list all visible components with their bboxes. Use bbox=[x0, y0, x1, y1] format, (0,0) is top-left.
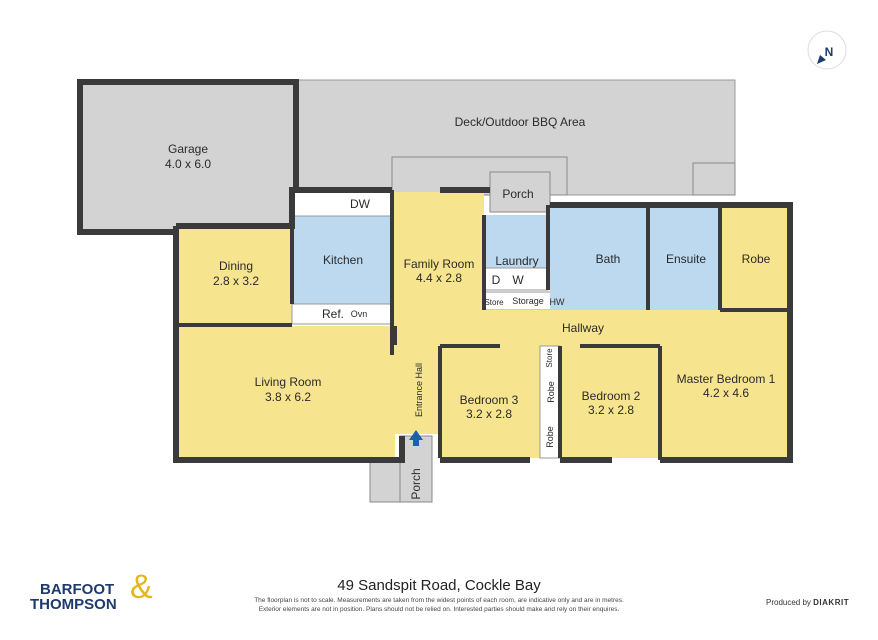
bedroom-2-label: Bedroom 2 bbox=[582, 389, 641, 403]
master-robe bbox=[722, 205, 790, 310]
garage-size: 4.0 x 6.0 bbox=[165, 157, 211, 171]
back-porch-label: Porch bbox=[502, 187, 533, 201]
master-bedroom-size: 4.2 x 4.6 bbox=[703, 386, 749, 400]
fridge-label: Ref. bbox=[322, 307, 344, 321]
bath-label: Bath bbox=[596, 252, 621, 266]
kitchen-label: Kitchen bbox=[323, 253, 363, 267]
dining-room bbox=[178, 228, 292, 326]
bedroom-3-label: Bedroom 3 bbox=[460, 393, 519, 407]
north-arrow-icon bbox=[817, 55, 826, 64]
front-porch-label: Porch bbox=[409, 468, 423, 499]
entrance-hall-label: Entrance Hall bbox=[414, 363, 424, 417]
master-bedroom-label: Master Bedroom 1 bbox=[677, 372, 776, 386]
entry-arrow-icon bbox=[409, 430, 423, 446]
produced-by: Produced by DIAKRIT bbox=[766, 598, 849, 607]
family-label: Family Room bbox=[404, 257, 475, 271]
compass: N bbox=[807, 30, 847, 70]
bathroom bbox=[550, 205, 648, 310]
bedroom-3-size: 3.2 x 2.8 bbox=[466, 407, 512, 421]
store-label: Store bbox=[484, 298, 504, 307]
disclaimer: The floorplan is not to scale. Measureme… bbox=[200, 596, 678, 614]
dryer-label: D bbox=[492, 273, 501, 287]
produced-by-label: Produced by bbox=[766, 598, 811, 607]
deck-label: Deck/Outdoor BBQ Area bbox=[455, 115, 586, 129]
property-address: 49 Sandspit Road, Cockle Bay bbox=[337, 577, 541, 594]
family-size: 4.4 x 2.8 bbox=[416, 271, 462, 285]
dining-label: Dining bbox=[219, 259, 253, 273]
logo-line-1: BARFOOT bbox=[40, 581, 115, 598]
compass-label: N bbox=[825, 45, 834, 59]
back-porch bbox=[489, 171, 551, 213]
entrance-hall bbox=[395, 346, 440, 434]
living-room bbox=[178, 326, 395, 460]
store-label: Store bbox=[545, 348, 554, 368]
master-bedroom bbox=[660, 310, 790, 460]
laundry-label: Laundry bbox=[495, 254, 538, 268]
producer-name: DIAKRIT bbox=[813, 598, 850, 607]
oven-label: Ovn bbox=[351, 309, 368, 319]
living-size: 3.8 x 6.2 bbox=[265, 390, 311, 404]
walls bbox=[173, 187, 793, 463]
hot-water-label: HW bbox=[550, 297, 565, 307]
robe-label: Robe bbox=[545, 426, 555, 448]
disclaimer-line-2: Exterior elements are not in position. P… bbox=[258, 606, 620, 613]
bedroom-2-size: 3.2 x 2.8 bbox=[588, 403, 634, 417]
storage-label: Storage bbox=[512, 296, 544, 306]
washer-label: W bbox=[512, 273, 524, 287]
robe-label: Robe bbox=[546, 381, 556, 403]
logo-line-2: THOMPSON bbox=[30, 596, 117, 613]
disclaimer-line-1: The floorplan is not to scale. Measureme… bbox=[254, 597, 624, 604]
deck-steps bbox=[692, 162, 736, 196]
living-label: Living Room bbox=[255, 375, 322, 389]
garage-label: Garage bbox=[168, 142, 208, 156]
bedroom-3 bbox=[440, 346, 540, 458]
bedroom-2 bbox=[560, 346, 660, 458]
master-robe-label: Robe bbox=[742, 252, 771, 266]
ensuite bbox=[650, 205, 720, 310]
hallway-label: Hallway bbox=[562, 321, 604, 335]
dishwasher-label: DW bbox=[350, 197, 371, 211]
ensuite-label: Ensuite bbox=[666, 252, 706, 266]
dining-size: 2.8 x 3.2 bbox=[213, 274, 259, 288]
front-porch bbox=[399, 435, 433, 503]
